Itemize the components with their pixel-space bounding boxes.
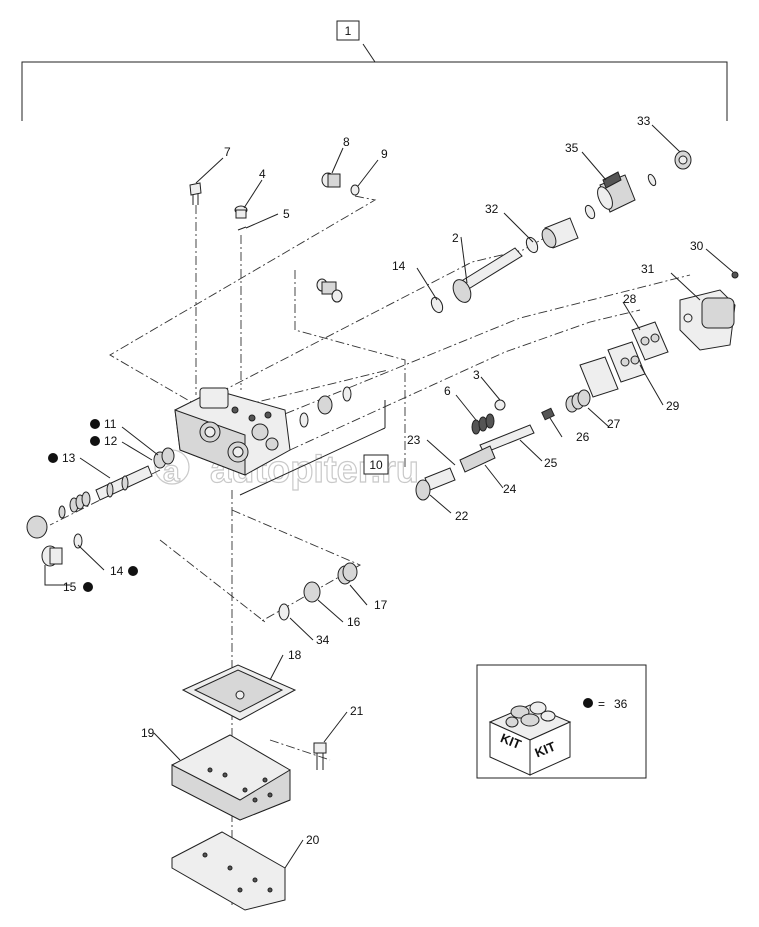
callout-8: 8 [343,135,350,149]
callout-box-10 [363,454,389,475]
callout-29: 29 [666,399,680,413]
callout-10: 10 [369,458,383,472]
lower-fittings [278,562,358,621]
kit-legend-equals: = [598,697,605,711]
callout-22: 22 [455,509,469,523]
kit-dot-13 [48,453,58,463]
fitting-8-9 [321,172,360,196]
callout-33: 33 [637,114,651,128]
callout-6: 6 [444,384,451,398]
callout-2: 2 [452,231,459,245]
kit-box-icon: KIT KIT [488,701,572,776]
kit-box-text-left: KIT [498,730,523,752]
spool-group [415,389,591,501]
kit-dot-12 [90,436,100,446]
callout-14b: 14 [110,564,124,578]
kit-legend: KIT KIT = 36 [476,664,647,779]
callout-15: 15 [63,580,77,594]
callout-26: 26 [576,430,590,444]
callout-35: 35 [565,141,579,155]
callout-30: 30 [690,239,704,253]
plate-20 [171,831,286,911]
kit-legend-dot [583,698,593,708]
fitting-small [316,278,343,303]
callout-27: 27 [607,417,621,431]
callout-17: 17 [374,598,388,612]
callout-11: 11 [104,417,117,431]
assembly-lines [49,195,691,905]
callout-18: 18 [288,648,302,662]
spring-left [69,491,91,513]
gasket-18 [181,664,297,721]
callout-34: 34 [316,633,330,647]
bolt-21 [313,742,327,770]
plate-19 [171,734,291,821]
callout-23: 23 [407,433,421,447]
kit-dot-14 [128,566,138,576]
callout-12: 12 [104,434,118,448]
callout-20: 20 [306,833,320,847]
kit-dot-15 [83,582,93,592]
callout-24: 24 [503,482,517,496]
callout-28: 28 [623,292,637,306]
callout-16: 16 [347,615,361,629]
callout-31: 31 [641,262,655,276]
kit-dot-11 [90,419,100,429]
cover-group [579,271,739,398]
bolt-7 [189,182,202,205]
callout-4: 4 [259,167,266,181]
callout-3: 3 [473,368,480,382]
valve-body [174,387,291,476]
callout-25: 25 [544,456,558,470]
left-spool-group [26,447,175,567]
callout-14a: 14 [392,259,406,273]
leader-lines [44,124,734,869]
body-fittings [299,386,352,428]
callout-21: 21 [350,704,364,718]
solenoid-group [430,150,692,314]
callouts: 1 2 3 4 5 6 7 8 9 10 11 12 13 14 14 15 1… [48,20,704,847]
callout-9: 9 [381,147,388,161]
callout-5: 5 [283,207,290,221]
spring-6 [471,413,495,435]
callout-13: 13 [62,451,76,465]
callout-1: 1 [345,24,352,38]
callout-box-1 [336,20,360,41]
callout-19: 19 [141,726,155,740]
spring-27 [565,389,591,413]
callout-32: 32 [485,202,499,216]
kit-box-text-right: KIT [533,739,558,761]
callout-7: 7 [224,145,231,159]
kit-legend-number: 36 [614,697,628,711]
assembly-bracket [21,43,728,121]
plug-4 [234,205,248,231]
